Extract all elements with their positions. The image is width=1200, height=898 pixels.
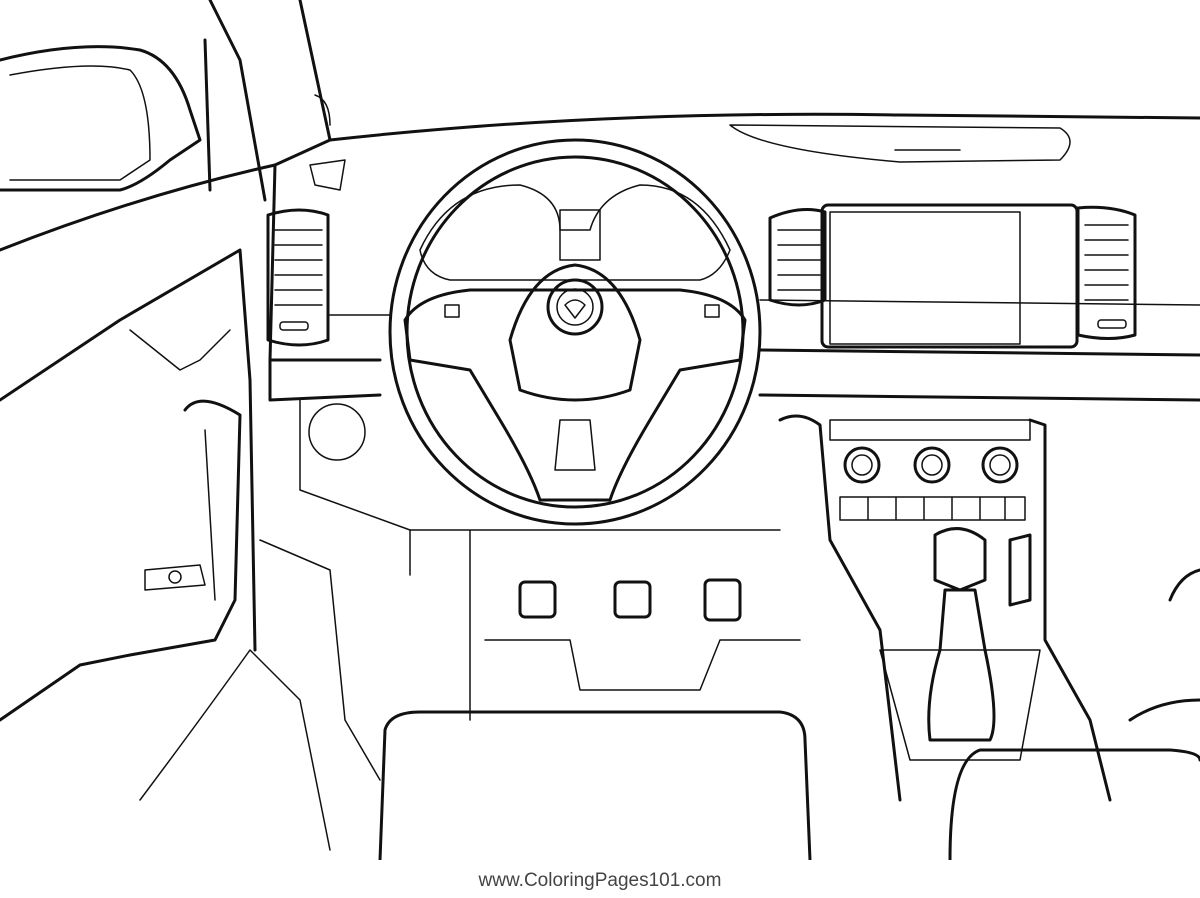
brand-logo [546,278,604,336]
infotainment-screen [820,203,1079,349]
a-pillar [203,0,332,202]
left-air-vent [266,208,330,347]
seats [378,568,1200,860]
steering-wheel [388,138,762,526]
dashboard [268,112,1200,576]
door-panel [0,163,381,851]
gear-shifter [927,527,996,742]
right-air-vents [768,205,1137,340]
center-console [778,414,1112,802]
website-credit: www.ColoringPages101.com [478,870,722,891]
pedals [409,529,801,721]
car-interior-line-art [0,0,1200,860]
side-mirror [0,45,202,192]
